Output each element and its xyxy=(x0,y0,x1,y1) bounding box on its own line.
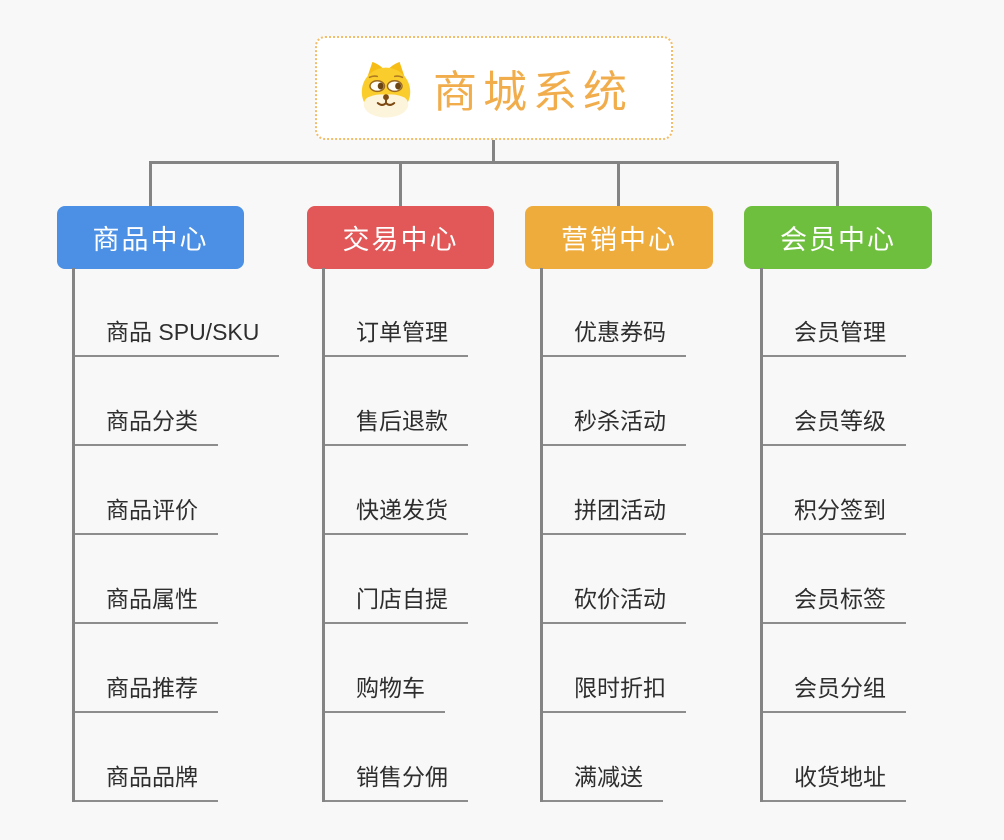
connector-stub-members xyxy=(836,161,839,207)
leaf-node[interactable]: 商品推荐 xyxy=(75,673,218,713)
connector-stub-products xyxy=(149,161,152,207)
leaf-node[interactable]: 快递发货 xyxy=(325,495,468,535)
root-node-mall-system[interactable]: 商城系统 xyxy=(315,36,673,140)
leaf-column-member-center: 会员管理 会员等级 积分签到 会员标签 会员分组 收货地址 xyxy=(760,268,906,802)
leaf-node[interactable]: 商品属性 xyxy=(75,584,218,624)
leaf-node[interactable]: 商品评价 xyxy=(75,495,218,535)
connector-root-stub xyxy=(492,140,495,164)
leaf-column-trade-center: 订单管理 售后退款 快递发货 门店自提 购物车 销售分佣 xyxy=(322,268,468,802)
leaf-node[interactable]: 门店自提 xyxy=(325,584,468,624)
leaf-node[interactable]: 商品分类 xyxy=(75,406,218,446)
leaf-node[interactable]: 收货地址 xyxy=(763,762,906,802)
leaf-node[interactable]: 会员标签 xyxy=(763,584,906,624)
branch-node-trade-center[interactable]: 交易中心 xyxy=(307,206,494,269)
root-title: 商城系统 xyxy=(433,68,633,117)
leaf-node[interactable]: 积分签到 xyxy=(763,495,906,535)
leaf-node[interactable]: 会员等级 xyxy=(763,406,906,446)
leaf-node[interactable]: 拼团活动 xyxy=(543,495,686,535)
leaf-node[interactable]: 销售分佣 xyxy=(325,762,468,802)
connector-bus xyxy=(149,161,839,164)
leaf-node[interactable]: 满减送 xyxy=(543,762,663,802)
branch-node-member-center[interactable]: 会员中心 xyxy=(744,206,932,269)
leaf-node[interactable]: 会员管理 xyxy=(763,317,906,357)
leaf-node[interactable]: 售后退款 xyxy=(325,406,468,446)
leaf-node[interactable]: 订单管理 xyxy=(325,317,468,357)
connector-stub-marketing xyxy=(617,161,620,207)
leaf-node[interactable]: 购物车 xyxy=(325,673,445,713)
leaf-node[interactable]: 会员分组 xyxy=(763,673,906,713)
branch-node-product-center[interactable]: 商品中心 xyxy=(57,206,244,269)
leaf-node[interactable]: 秒杀活动 xyxy=(543,406,686,446)
connector-stub-trade xyxy=(399,161,402,207)
dog-face-icon xyxy=(361,61,411,118)
leaf-column-product-center: 商品 SPU/SKU 商品分类 商品评价 商品属性 商品推荐 商品品牌 xyxy=(72,268,280,802)
leaf-node[interactable]: 商品品牌 xyxy=(75,762,218,802)
leaf-node[interactable]: 优惠券码 xyxy=(543,317,686,357)
leaf-node[interactable]: 砍价活动 xyxy=(543,584,686,624)
branch-node-marketing-center[interactable]: 营销中心 xyxy=(525,206,713,269)
leaf-node[interactable]: 限时折扣 xyxy=(543,673,686,713)
leaf-node[interactable]: 商品 SPU/SKU xyxy=(75,317,280,357)
leaf-column-marketing-center: 优惠券码 秒杀活动 拼团活动 砍价活动 限时折扣 满减送 xyxy=(540,268,686,802)
